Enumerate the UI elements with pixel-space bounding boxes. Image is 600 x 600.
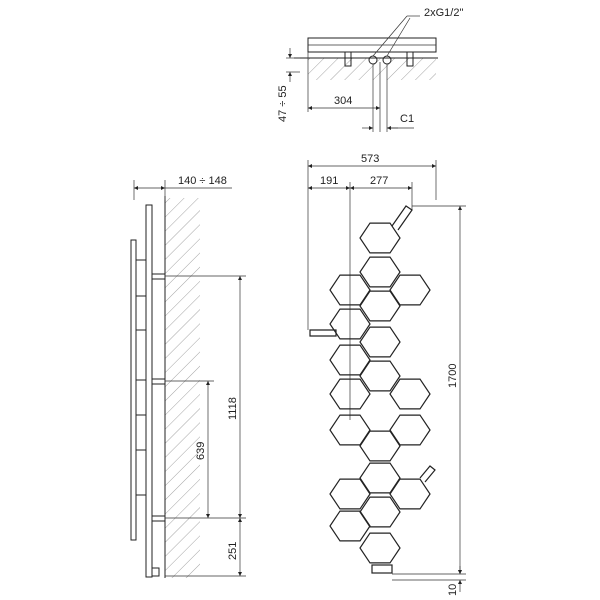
bracket-lower-side (151, 515, 166, 522)
wall-hatch-side (165, 198, 200, 578)
wall-hatch-top (308, 58, 436, 80)
bracket-middle-side (151, 378, 166, 385)
top-view: 2xG1/2" 47 ÷ 55 304 C1 (277, 7, 463, 132)
hex-cell (329, 308, 371, 340)
dim-left: 191 (320, 175, 338, 187)
hex-cell (389, 274, 431, 306)
hex-cell (359, 462, 401, 494)
hex-cell (359, 430, 401, 462)
hex-cell (359, 360, 401, 392)
hex-cell (329, 414, 371, 446)
hex-cell (359, 326, 401, 358)
hex-cell (359, 496, 401, 528)
hex-cell (389, 414, 431, 446)
dim-304: 304 (334, 95, 352, 107)
hex-cell (329, 274, 371, 306)
dim-wall-distance: 140 ÷ 148 (178, 175, 227, 187)
honeycomb-radiator (329, 222, 431, 564)
radiator-side-front-bar (145, 204, 153, 578)
dim-bottom: 251 (227, 542, 239, 560)
radiator-side-rear-bar (130, 239, 137, 541)
bracket-upper-side (151, 273, 166, 280)
dim-total-width: 573 (361, 153, 379, 165)
side-tubes (136, 259, 146, 496)
hex-cell (359, 532, 401, 564)
dim-middle-span: 639 (195, 442, 207, 460)
hex-cell (329, 344, 371, 376)
hex-cell (359, 256, 401, 288)
dim-c1: C1 (400, 113, 414, 125)
hex-cell (329, 378, 371, 410)
dim-height: 1700 (447, 364, 459, 388)
side-view: 140 ÷ 148 1118 639 251 (130, 175, 246, 578)
bracket-right-top (406, 51, 414, 67)
hex-cell (329, 478, 371, 510)
hex-cell (359, 290, 401, 322)
dim-right: 277 (370, 175, 388, 187)
dim-floor-gap: 10 (447, 584, 459, 596)
bracket-left-top (344, 51, 352, 67)
hex-cell (389, 478, 431, 510)
hex-cell (389, 378, 431, 410)
hex-cell (329, 510, 371, 542)
hex-cell (359, 222, 401, 254)
dim-bracket-span: 1118 (227, 397, 239, 420)
front-view: 573 191 277 1700 10 (307, 153, 466, 596)
radiator-pipe-stubs (309, 205, 436, 574)
connection-label: 2xG1/2" (424, 7, 463, 19)
dim-depth: 47 ÷ 55 (277, 85, 289, 122)
